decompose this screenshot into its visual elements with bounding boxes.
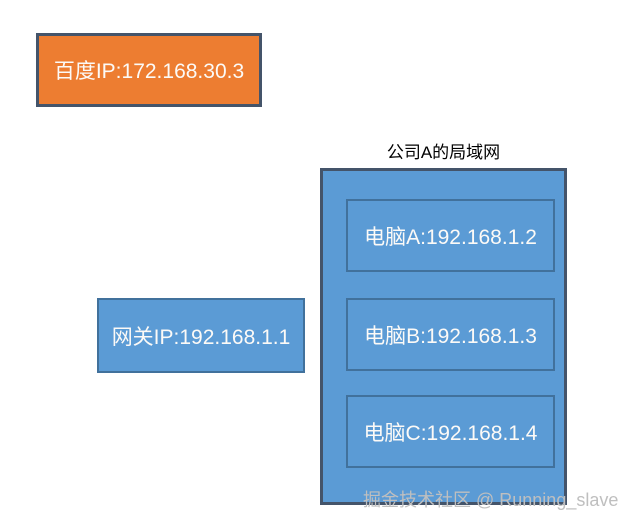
computer-b-label: 电脑B:192.168.1.3 [364,324,537,348]
computer-c-label: 电脑C:192.168.1.4 [363,421,538,445]
computer-b-box: 电脑B:192.168.1.3 [346,298,555,371]
lan-container: 电脑A:192.168.1.2 电脑B:192.168.1.3 电脑C:192.… [320,168,567,505]
watermark: 掘金技术社区 @ Running_slave [363,490,619,510]
computer-a-box: 电脑A:192.168.1.2 [346,199,555,272]
baidu-ip-label: 百度IP:172.168.30.3 [53,60,245,83]
lan-title: 公司A的局域网 [386,143,501,162]
computer-a-label: 电脑A:192.168.1.2 [364,225,537,249]
gateway-ip-box: 网关IP:192.168.1.1 [97,298,305,373]
baidu-ip-box: 百度IP:172.168.30.3 [36,33,262,107]
gateway-ip-label: 网关IP:192.168.1.1 [111,325,291,349]
computer-c-box: 电脑C:192.168.1.4 [346,395,555,468]
